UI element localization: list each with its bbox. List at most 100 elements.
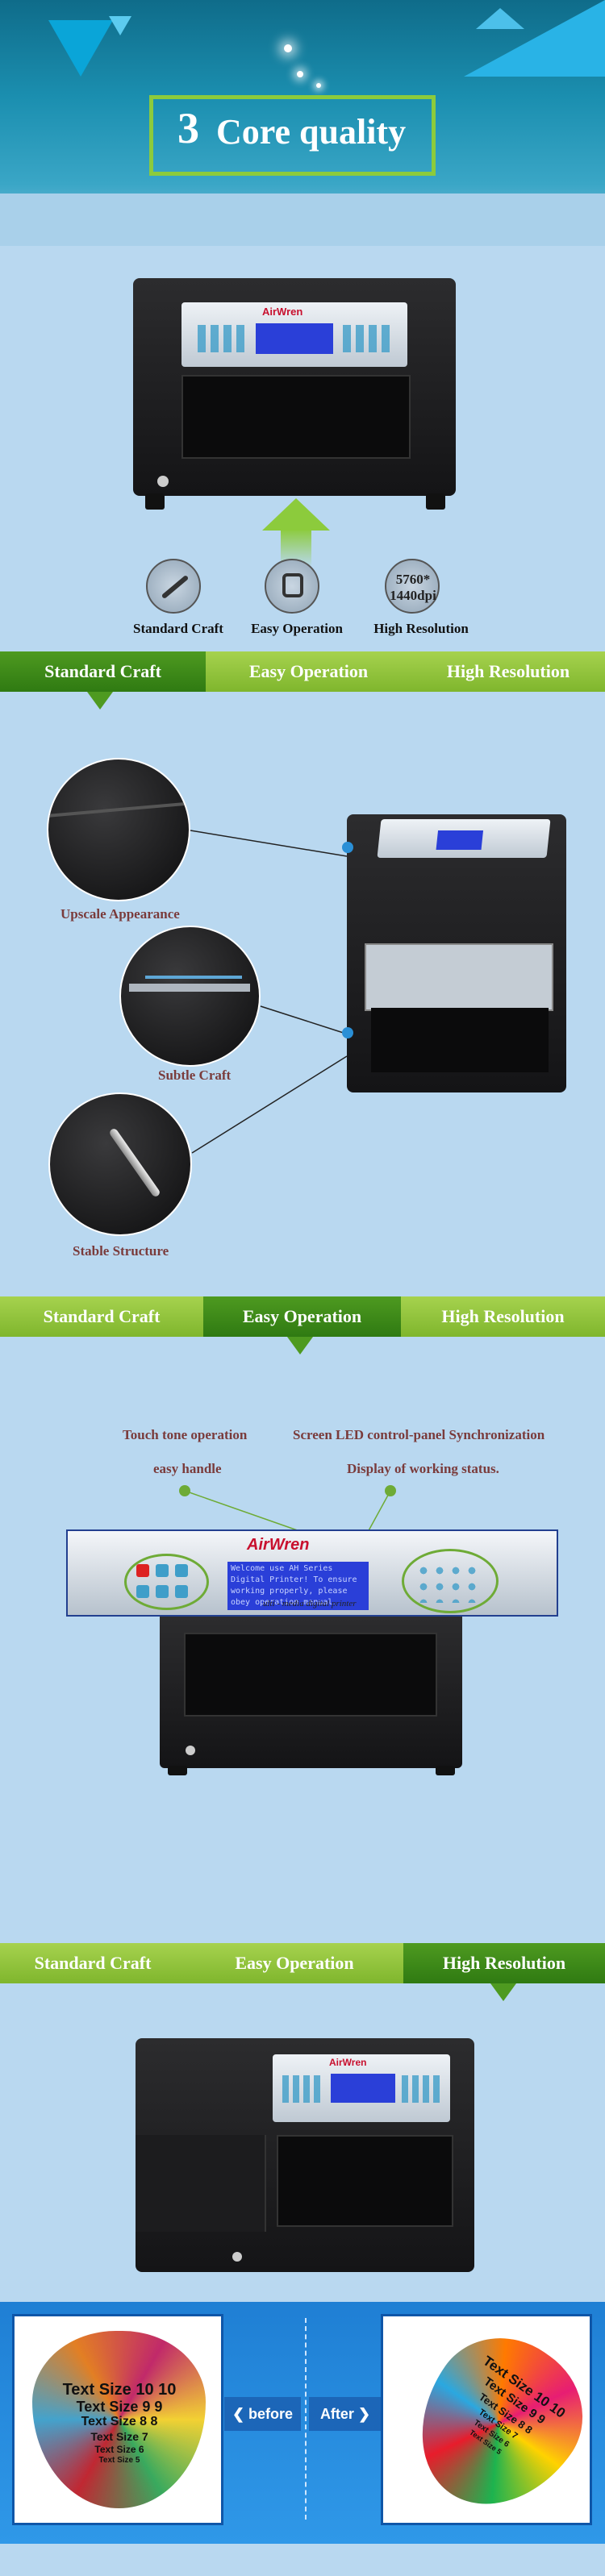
chevron-right-icon: ❯ [357,2406,371,2422]
lcd-screen [331,2074,395,2103]
panel-button[interactable] [136,1585,149,1598]
power-button[interactable] [136,1564,149,1577]
printer-image: AirWren [133,278,456,496]
control-panel: AirWren [182,302,407,367]
printer-lower-body [160,1617,462,1768]
caption-upscale: Upscale Appearance [60,906,180,922]
sample-text: Text Size 9 9 [76,2399,163,2415]
lcd-line: obey operation manual. [231,1598,338,1607]
resolution-icon: 5760* 1440dpi [385,559,440,614]
guitar-pick-print: Text Size 10 10 Text Size 9 9 Text Size … [386,2310,605,2537]
guitar-pick-print [32,2331,206,2508]
hero-banner [0,0,605,246]
panel-buttons [198,325,246,352]
control-panel [377,819,551,858]
tab-easy-operation[interactable]: Easy Operation [248,661,369,681]
control-panel-closeup: AirWren Welcome use AH Series Digital Pr… [66,1529,558,1617]
operation-connector-lines [184,1490,391,1534]
tab-easy-operation[interactable]: Easy Operation [203,1296,401,1337]
panel-button[interactable] [175,1564,188,1577]
brand-logo: AirWren [247,1536,310,1554]
resolution-icon-text: 5760* [395,572,431,587]
lcd-line: Welcome use AH Series [231,1564,333,1573]
button-cluster-left [124,1554,209,1610]
sparkle [316,83,321,88]
hero-title-frame [149,95,436,176]
marker-dot [342,1027,353,1038]
decor-triangle [109,16,131,35]
caption-stable: Stable Structure [73,1243,169,1259]
resolution-icon-text: 1440dpi [390,588,436,603]
lcd-line: working properly, please [231,1587,348,1596]
decor-triangle [464,0,605,77]
tab-bar: Standard Craft Easy Operation High Resol… [0,1296,605,1337]
tab-high-resolution[interactable]: High Resolution [441,1306,565,1326]
sample-text: Text Size 5 [98,2456,140,2465]
tab-high-resolution[interactable]: High Resolution [403,1943,605,1983]
power-knob [157,476,169,487]
panel-button[interactable] [156,1564,169,1577]
quill-icon [146,559,201,614]
before-label: ❮ before [224,2397,301,2431]
printer-foot [145,493,165,510]
caption-screen-led: Screen LED control-panel Synchronization [293,1427,545,1442]
tab-pointer [287,1337,313,1355]
before-after-section: Text Size 10 10 Text Size 9 9 Text Size … [0,2302,605,2544]
panel-buttons [343,325,391,352]
button-cluster-right [402,1549,499,1613]
tab-pointer [87,692,113,710]
sample-text: Text Size 7 [90,2430,148,2443]
printer-foot [168,1766,187,1775]
print-carriage [365,943,553,1011]
feature-label-standard-craft: Standard Craft [133,621,223,636]
up-arrow-icon [262,498,330,531]
paper-tray [277,2135,453,2227]
sparkle [284,44,292,52]
control-panel: AirWren [273,2054,450,2122]
panel-button[interactable] [175,1585,188,1598]
paper-tray [371,1008,549,1072]
printer-foot [436,1766,455,1775]
tab-pointer [490,1983,516,2001]
sparkle [297,71,303,77]
chevron-left-icon: ❮ [232,2406,245,2422]
sample-text: Text Size 10 10 [62,2381,177,2399]
detail-corner-image [47,758,190,901]
open-printer-image [347,814,566,1092]
panel-button[interactable] [156,1585,169,1598]
hand-touch-icon [265,559,319,614]
power-knob [186,1746,195,1755]
tab-standard-craft[interactable]: Standard Craft [34,1953,152,1973]
lcd-screen: Welcome use AH Series Digital Printer! T… [227,1562,369,1610]
power-knob [232,2252,242,2262]
paper-tray [184,1633,437,1717]
lcd-line: Digital Printer! To ensure [231,1575,357,1584]
connector-lines [190,830,352,1154]
marker-dot [342,842,353,853]
divider-line [305,2318,307,2520]
after-sample-image: Text Size 10 10 Text Size 9 9 Text Size … [381,2310,605,2537]
printer-subtitle: ulti - media digital printer [263,1599,357,1608]
tab-standard-craft[interactable]: Standard Craft [0,651,206,692]
brand-logo: AirWren [329,2057,367,2068]
hero-title: Core quality [216,112,407,152]
brand-logo: AirWren [262,306,303,318]
sample-text: Text Size 8 8 [81,2415,158,2428]
feature-label-easy-operation: Easy Operation [251,621,343,636]
tab-high-resolution[interactable]: High Resolution [446,661,570,681]
decor-triangle [48,20,113,77]
detail-mechanism-image [119,926,261,1067]
tab-bar: Standard Craft Easy Operation High Resol… [0,1943,605,1983]
tab-easy-operation[interactable]: Easy Operation [235,1953,354,1973]
printer-image: AirWren [136,2038,474,2272]
caption-easy-handle: easy handle [153,1461,222,1476]
feature-label-high-resolution: High Resolution [373,621,469,636]
before-text: before [248,2406,294,2422]
caption-touch-tone: Touch tone operation [123,1427,248,1442]
printer-foot [426,493,445,510]
tab-standard-craft[interactable]: Standard Craft [43,1306,161,1326]
tab-bar: Standard Craft Easy Operation High Resol… [0,651,605,692]
paper-tray [182,375,411,459]
lcd-screen [256,323,333,354]
after-text: After [319,2406,354,2422]
